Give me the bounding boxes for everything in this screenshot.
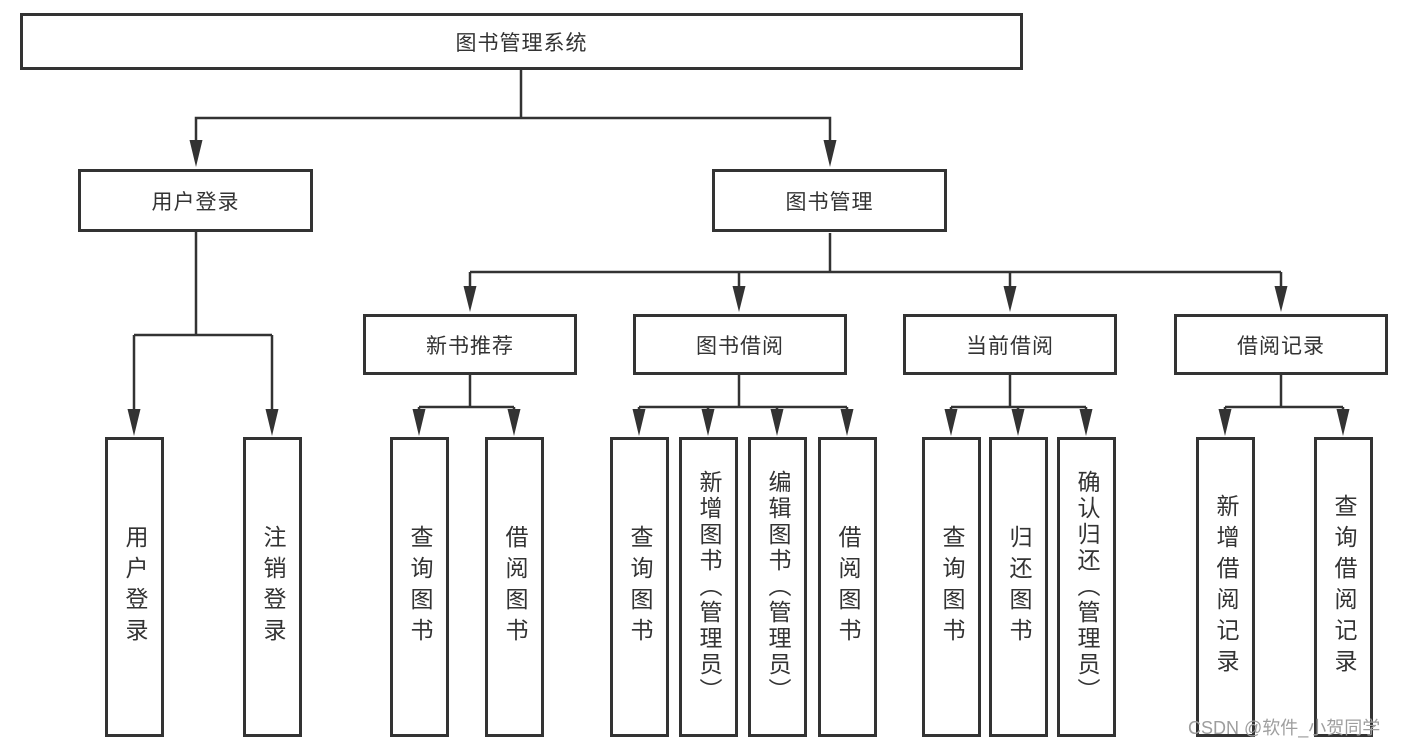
node-label: 图书借阅 bbox=[696, 334, 784, 358]
leaf-label: 查询借阅记录 bbox=[1331, 494, 1357, 680]
connector-arrowheads bbox=[127, 140, 1350, 436]
node-label: 用户登录 bbox=[151, 190, 240, 214]
leaf-confirm-return-admin: 确认归还（管理员） bbox=[1057, 437, 1116, 737]
leaf-query-books-current: 查询图书 bbox=[922, 437, 981, 737]
leaf-edit-book-admin: 编辑图书（管理员） bbox=[748, 437, 807, 737]
leaf-label: 借阅图书 bbox=[502, 525, 528, 649]
node-user-login: 用户登录 bbox=[78, 169, 313, 232]
node-label: 图书管理系统 bbox=[455, 31, 588, 55]
leaf-label: 归还图书 bbox=[1006, 525, 1032, 649]
leaf-label: 注销登录 bbox=[260, 525, 286, 649]
leaf-add-borrow-record: 新增借阅记录 bbox=[1196, 437, 1255, 737]
leaf-label: 查询图书 bbox=[407, 525, 433, 649]
leaf-add-book-admin: 新增图书（管理员） bbox=[679, 437, 738, 737]
node-book-borrow: 图书借阅 bbox=[633, 314, 847, 375]
leaf-borrow-books-recommend: 借阅图书 bbox=[485, 437, 544, 737]
leaf-label: 用户登录 bbox=[122, 525, 148, 649]
leaf-label: 查询图书 bbox=[627, 525, 653, 649]
leaf-return-book: 归还图书 bbox=[989, 437, 1048, 737]
node-borrow-records: 借阅记录 bbox=[1174, 314, 1388, 375]
leaf-user-login: 用户登录 bbox=[105, 437, 164, 737]
node-label: 图书管理 bbox=[785, 190, 874, 214]
node-root: 图书管理系统 bbox=[20, 13, 1023, 70]
node-label: 新书推荐 bbox=[426, 334, 514, 358]
leaf-query-books-borrow: 查询图书 bbox=[610, 437, 669, 737]
leaf-label: 确认归还（管理员） bbox=[1074, 470, 1100, 704]
leaf-label: 新增借阅记录 bbox=[1213, 494, 1239, 680]
node-current-borrow: 当前借阅 bbox=[903, 314, 1117, 375]
leaf-query-borrow-record: 查询借阅记录 bbox=[1314, 437, 1373, 737]
leaf-label: 查询图书 bbox=[939, 525, 965, 649]
node-label: 借阅记录 bbox=[1237, 334, 1325, 358]
leaf-label: 新增图书（管理员） bbox=[696, 470, 722, 704]
node-book-management: 图书管理 bbox=[712, 169, 947, 232]
leaf-logout: 注销登录 bbox=[243, 437, 302, 737]
node-label: 当前借阅 bbox=[966, 334, 1054, 358]
leaf-query-books-recommend: 查询图书 bbox=[390, 437, 449, 737]
leaf-label: 借阅图书 bbox=[835, 525, 861, 649]
leaf-label: 编辑图书（管理员） bbox=[765, 470, 791, 704]
leaf-borrow-books: 借阅图书 bbox=[818, 437, 877, 737]
csdn-watermark: CSDN @软件_小贺同学 bbox=[1188, 718, 1381, 738]
node-new-book-recommend: 新书推荐 bbox=[363, 314, 577, 375]
